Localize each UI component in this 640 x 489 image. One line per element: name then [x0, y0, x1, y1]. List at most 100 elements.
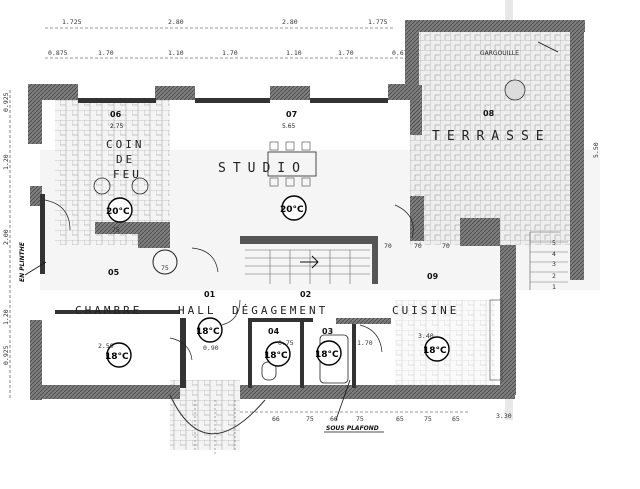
interior-walls [55, 196, 500, 388]
wall-studio-e [410, 196, 424, 241]
plafond-leader [335, 379, 351, 421]
dim-70a: 70 [384, 242, 392, 250]
dim-170: 1.70 [357, 339, 373, 347]
entrance-floor [170, 380, 240, 450]
window-n2 [195, 98, 270, 103]
wall-chimney [138, 222, 170, 248]
left-dim-4: 0.925 [2, 345, 10, 365]
wall-terrasse-nw [405, 20, 419, 90]
dim-330: 3.30 [496, 412, 512, 420]
window-n1 [78, 98, 156, 103]
dim-090: 0.90 [203, 344, 219, 352]
step-2: 2 [552, 272, 556, 280]
coin-feu-label-2: DE [116, 153, 135, 166]
sub-dim-0: 0.875 [48, 49, 68, 57]
door-swing-3 [221, 299, 241, 326]
temp-circle-chambre [106, 342, 132, 368]
top-dim-1: 2.80 [168, 18, 184, 26]
sub-dim-4: 1.10 [286, 49, 302, 57]
temp-circle-hall [197, 317, 223, 343]
room-number-09: 09 [427, 272, 439, 281]
temp-coin-feu: 20°C [106, 207, 130, 217]
room-number-06: 06 [110, 110, 122, 119]
room-number-04: 04 [268, 327, 280, 336]
terrasse-drain-icon [504, 79, 526, 101]
wall-terrasse-w [410, 85, 422, 135]
wall-n-pier1 [155, 86, 195, 100]
dim-550: 5.50 [592, 142, 600, 158]
wall-wc-w [248, 318, 252, 388]
entrance-steps [169, 394, 266, 455]
temp-studio: 20°C [280, 205, 304, 215]
wall-s-east [240, 385, 515, 399]
cuisine-label: CUISINE [392, 304, 459, 317]
room-number-01: 01 [204, 290, 216, 299]
wall-cuisine-ne [460, 218, 500, 246]
sub-dim-5: 1.70 [338, 49, 354, 57]
room-number-03: 03 [322, 327, 333, 336]
temp-wc: 18°C [264, 351, 288, 361]
left-dimension-line: 0.925 1.20 2.00 1.20 0.925 [2, 90, 11, 400]
dim-340: 3.40 [418, 332, 434, 340]
temperature-markers: 20°C 20°C 18°C 18°C 18°C 18°C 18°C [105, 195, 450, 368]
dim-075: 0.75 [278, 339, 294, 347]
wall-s-west [30, 385, 180, 399]
sub-dim-2: 1.10 [168, 49, 184, 57]
door-swing-1 [44, 199, 71, 231]
wall-terrasse-n [405, 20, 585, 32]
room-area-06: 2.75 [110, 123, 124, 130]
temp-bath: 18°C [315, 350, 339, 360]
studio-table [267, 141, 317, 187]
door-swing-6 [169, 337, 193, 361]
gargouille-leader [537, 41, 559, 53]
coin-feu-armchairs [93, 177, 149, 195]
sub-dim-6: 0.675 [392, 49, 412, 57]
left-dim-0: 0.925 [2, 92, 10, 112]
temp-hall: 18°C [196, 327, 220, 337]
wall-w-bottom [30, 320, 42, 400]
temp-circle-cuisine [424, 336, 450, 362]
wall-chambre-n [55, 310, 180, 314]
terrasse-label: TERRASSE [432, 129, 551, 144]
terrasse-floor [410, 30, 580, 245]
room-number-02: 02 [300, 290, 311, 299]
bottom-dim-3: 75 [356, 415, 364, 423]
top-dim-2: 2.80 [282, 18, 298, 26]
stair-wall [240, 236, 375, 244]
step-3: 3 [552, 260, 556, 268]
bottom-dimension-line: 66 75 66 75 65 75 65 [240, 411, 470, 423]
wall-chambre-e [180, 318, 186, 388]
wall-w-top [28, 84, 42, 144]
wall-bath-n [336, 318, 391, 324]
round-fixture-label: 75 [161, 264, 169, 272]
left-dim-3: 1.20 [2, 309, 10, 325]
degagement-label: DÉGAGEMENT [232, 304, 328, 317]
bottom-dim-2: 66 [330, 415, 338, 423]
left-dim-1: 1.20 [2, 154, 10, 170]
bottom-dim-4: 65 [396, 415, 404, 423]
temp-circle-studio [281, 195, 307, 221]
door-swings [44, 199, 414, 361]
plinthe-leader [24, 261, 47, 276]
coin-feu-label-1: COIN [106, 138, 145, 151]
step-5: 5 [552, 239, 556, 247]
left-dim-2: 2.00 [2, 229, 10, 245]
temp-circle-wc [265, 341, 291, 367]
window-n3 [310, 98, 388, 103]
sous-plafond-label: SOUS PLAFOND [326, 425, 379, 432]
top-dim-3: 1.775 [368, 18, 388, 26]
gargouille-label: GARGOUILLE [480, 50, 519, 57]
room-number-07: 07 [286, 110, 297, 119]
dim-75: 75 [112, 226, 120, 234]
top-dim-0: 1.725 [62, 18, 82, 26]
door-swing-4 [394, 204, 414, 239]
hall-label: HALL [178, 304, 217, 317]
dim-250: 2.50 [98, 342, 114, 350]
bottom-dim-0: 66 [272, 415, 280, 423]
exterior-walls [28, 20, 585, 400]
chambre-label: CHAMBRE [75, 304, 142, 317]
temp-circle-bath [316, 340, 342, 366]
wall-n-pier2 [270, 86, 310, 100]
kitchen-counter [489, 299, 503, 381]
